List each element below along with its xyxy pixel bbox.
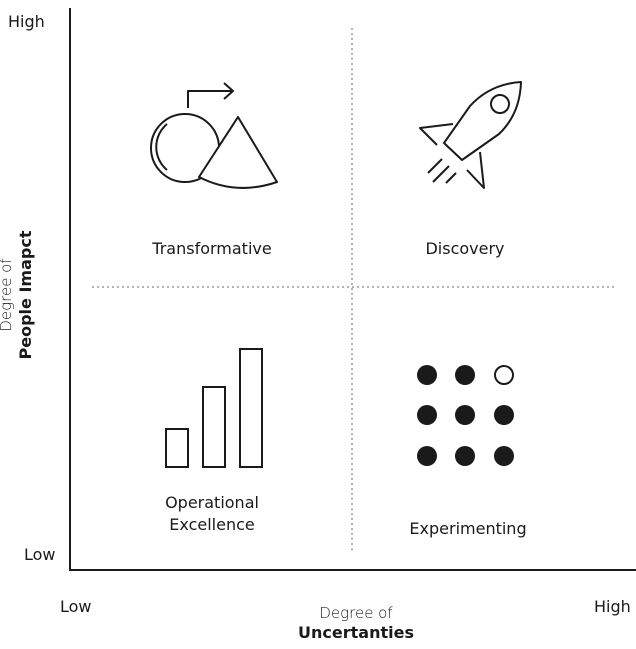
rocket-icon <box>419 81 522 189</box>
y-axis-title: Degree of People Imapct <box>0 195 40 395</box>
x-axis-title: Degree of Uncertanties <box>256 603 456 643</box>
x-high-label: High <box>594 597 631 616</box>
bar-chart-icon <box>165 348 263 468</box>
quadrant-label-line2: Excellence <box>169 515 255 534</box>
y-axis-title-prefix: Degree of <box>0 258 15 332</box>
quadrant-label-experimenting: Experimenting <box>409 519 527 538</box>
x-axis-title-prefix: Degree of <box>319 604 393 622</box>
dot-grid-icon <box>417 365 514 466</box>
y-low-label: Low <box>24 545 56 564</box>
quadrant-label-transformative: Transformative <box>152 239 272 258</box>
circle-cone-arrow-icon <box>150 82 278 189</box>
quadrant-label-discovery: Discovery <box>425 239 505 258</box>
x-axis-title-main: Uncertanties <box>298 623 414 642</box>
quadrant-label-operational-excellence: Operational Excellence <box>132 492 292 536</box>
y-axis-title-main: People Imapct <box>16 230 35 360</box>
y-high-label: High <box>8 12 45 31</box>
quadrant-label-line1: Operational <box>165 493 259 512</box>
x-low-label: Low <box>60 597 92 616</box>
